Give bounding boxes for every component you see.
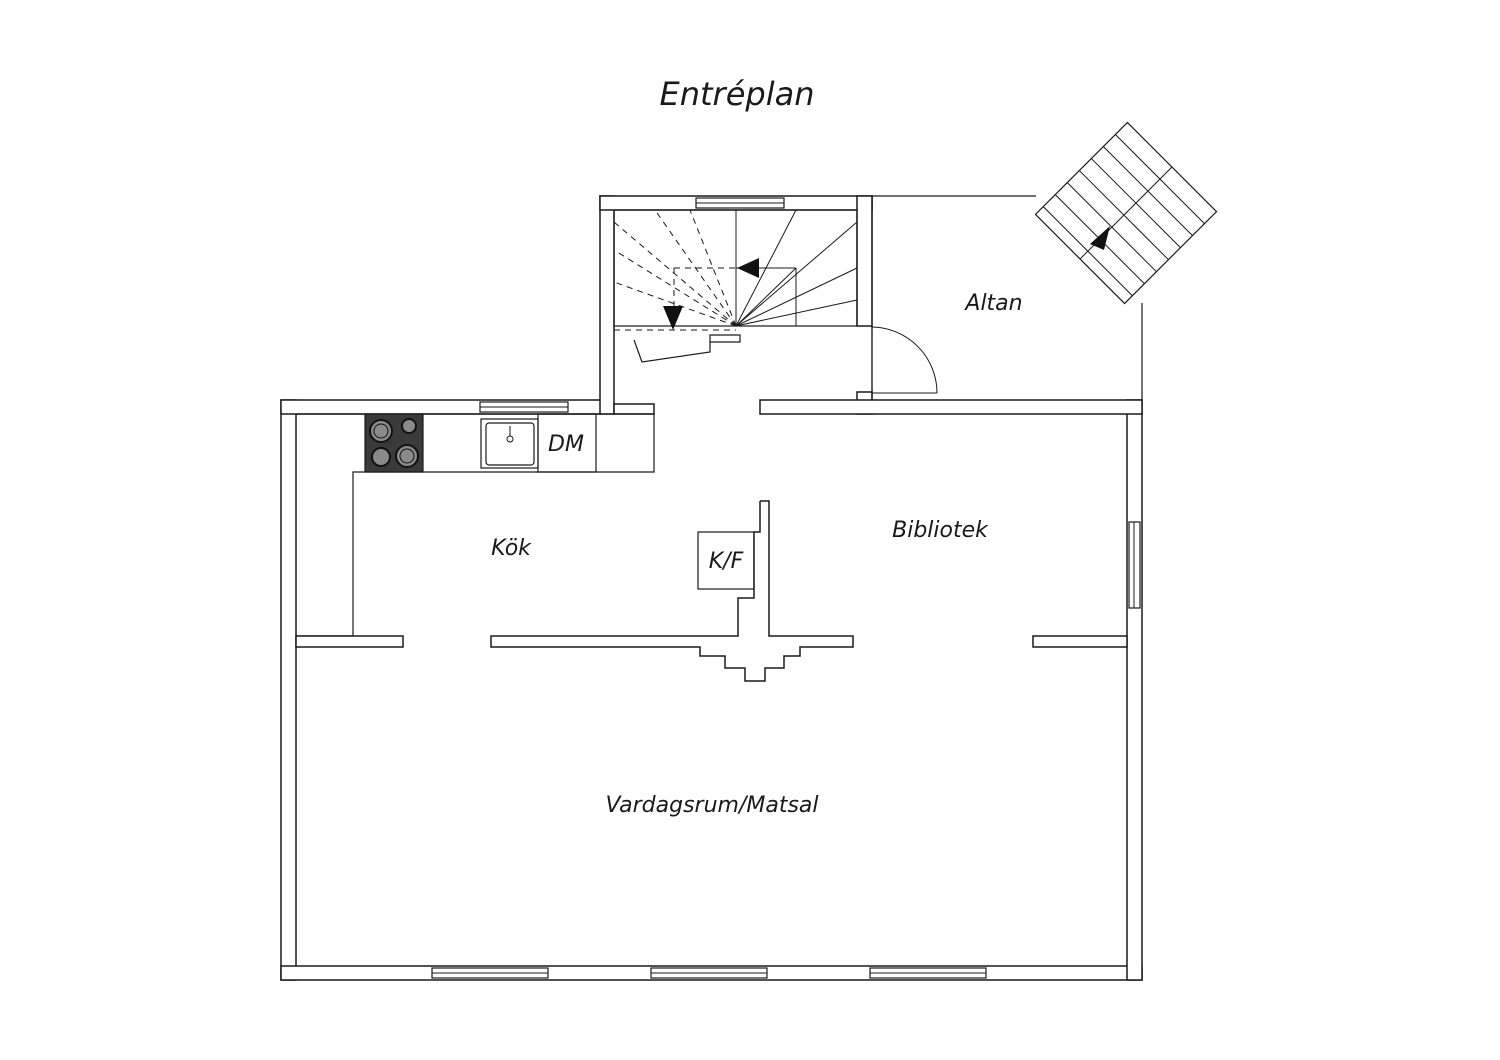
- room-label-kok: Kök: [491, 536, 532, 561]
- plan-title: Entréplan: [660, 75, 815, 113]
- windows: [431, 197, 1141, 979]
- kitchen-counter: [296, 413, 655, 637]
- room-label-altan: Altan: [963, 291, 1022, 316]
- outdoor-stairs: [1034, 121, 1218, 305]
- outdoor-stairs-arrow-icon: [1090, 226, 1110, 250]
- fridge-freezer-label: K/F: [709, 549, 744, 574]
- dishwasher-label: DM: [548, 432, 584, 457]
- interior-stair: [613, 209, 858, 363]
- stair-arrow-up-icon: [737, 258, 759, 278]
- room-label-vardagsrum: Vardagsrum/Matsal: [605, 793, 818, 818]
- stove-icon: [364, 413, 424, 473]
- altan-door: [871, 326, 938, 394]
- fridge-freezer: K/F: [697, 531, 755, 590]
- interior-wall-center: [490, 500, 854, 682]
- dishwasher: DM: [537, 413, 597, 473]
- sink-icon: [480, 418, 539, 469]
- room-label-bibliotek: Bibliotek: [892, 518, 989, 543]
- stair-arrow-down-icon: [663, 306, 683, 330]
- interior-walls: [295, 635, 1128, 648]
